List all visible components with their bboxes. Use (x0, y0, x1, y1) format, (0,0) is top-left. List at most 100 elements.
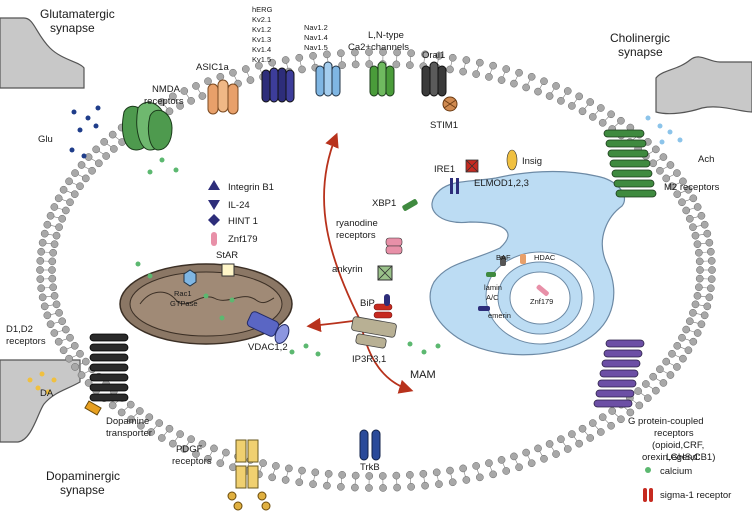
lipid-head (705, 293, 714, 302)
lipid-head (545, 440, 554, 448)
lipid-head (510, 452, 518, 461)
lipid-head (678, 333, 686, 342)
lipid-head (337, 49, 345, 58)
ip3r-label: IP3R3,1 (352, 354, 386, 365)
lipid-head (311, 468, 320, 477)
lipid-head (540, 454, 548, 463)
lipid-head (689, 223, 697, 232)
lipid-head (49, 248, 57, 257)
lipid-head (117, 408, 126, 417)
lipid-head (338, 61, 346, 69)
lipid-head (137, 421, 145, 430)
lipid-head (222, 448, 230, 457)
gpcr-label-4: orexin,GHS,CB1) (642, 452, 715, 463)
lipid-head (36, 266, 44, 274)
lipid-head (187, 435, 195, 444)
asic-label: ASIC1a (196, 62, 229, 73)
lipid-head (127, 415, 135, 424)
lipid-head (685, 214, 694, 223)
ach-label: Ach (698, 154, 714, 165)
key-znf179: Znf179 (228, 234, 258, 245)
lipid-head (59, 185, 68, 194)
lipid-head (38, 238, 47, 247)
lipid-head (70, 190, 79, 199)
xbp1-label: XBP1 (372, 198, 396, 209)
lipid-head (421, 50, 429, 59)
na-label-2: Nav1.5 (304, 43, 328, 52)
k-label-0: hERG (252, 5, 273, 14)
lipid-head (66, 198, 74, 207)
lipid-head (54, 194, 63, 203)
lipid-head (534, 87, 542, 96)
lipid-head (135, 407, 144, 415)
lipid-head (706, 247, 715, 256)
hdac-label: HDAC (534, 253, 556, 262)
lipid-head (678, 198, 686, 207)
lipid-head (58, 317, 67, 326)
lipid-head (61, 325, 70, 334)
lipid-head (216, 459, 225, 468)
znf179-icon (211, 232, 217, 246)
lipid-head (691, 300, 700, 309)
lipid-head (108, 130, 117, 139)
lipid-head (617, 116, 625, 125)
lipid-head (462, 476, 471, 484)
lipid-head (229, 463, 237, 472)
lipid-head (379, 48, 387, 56)
lipid-head (268, 473, 277, 482)
ankyrin-label: ankyrin (332, 264, 363, 275)
lipid-head (187, 96, 195, 105)
lipid-head (241, 65, 250, 73)
legend-title: Legend: (666, 452, 700, 463)
lipid-head (309, 52, 317, 60)
lipid-head (497, 456, 506, 464)
lipid-head (697, 211, 706, 220)
lipid-head (49, 283, 57, 292)
lipid-head (659, 153, 668, 161)
lipid-head (708, 266, 716, 274)
dopaminergic-title-1: Dopaminergic (46, 469, 120, 483)
lipid-head (446, 466, 454, 475)
lipid-head (575, 92, 583, 101)
lipid-head (145, 413, 154, 422)
legend-icons (643, 467, 653, 502)
lipid-head (180, 445, 189, 453)
lipid-head (598, 413, 607, 422)
lipid-head (157, 98, 166, 106)
na-label-0: Nav1.2 (304, 23, 328, 32)
lipid-head (309, 480, 317, 488)
lipid-head (679, 177, 687, 186)
lipid-head (77, 371, 86, 379)
lipid-head (703, 229, 712, 238)
legend-calcium: calcium (660, 466, 692, 477)
lipid-head (634, 387, 642, 395)
lipid-head (700, 220, 709, 229)
lipid-head (695, 248, 703, 257)
lipid-head (635, 401, 644, 410)
lipid-head (71, 169, 79, 177)
lipid-head (656, 365, 664, 374)
sigma1-legend-icon (643, 488, 647, 502)
lipid-head (643, 394, 652, 402)
lipid-head (204, 77, 212, 86)
lipid-head (40, 229, 49, 238)
lipid-head (475, 58, 484, 67)
lipid-head (295, 53, 304, 62)
lipid-head (432, 468, 441, 477)
lipid-head (435, 52, 443, 60)
lipid-head (407, 482, 415, 491)
gpcr (593, 339, 645, 408)
labels: Glutamatergic synapse Cholinergic synaps… (6, 5, 731, 501)
lipid-head (48, 274, 57, 283)
lipid-head (50, 240, 59, 249)
lipid-head (485, 73, 493, 81)
lipid-head (95, 159, 103, 168)
lipid-head (693, 329, 702, 337)
lipid-head (673, 363, 681, 371)
lipid-head (552, 82, 560, 90)
lipid-head (378, 472, 387, 480)
lipid-head (259, 459, 267, 467)
lipid-head (689, 308, 697, 317)
ca-label-1: L,N-type (368, 30, 404, 41)
lipid-head (71, 363, 79, 371)
